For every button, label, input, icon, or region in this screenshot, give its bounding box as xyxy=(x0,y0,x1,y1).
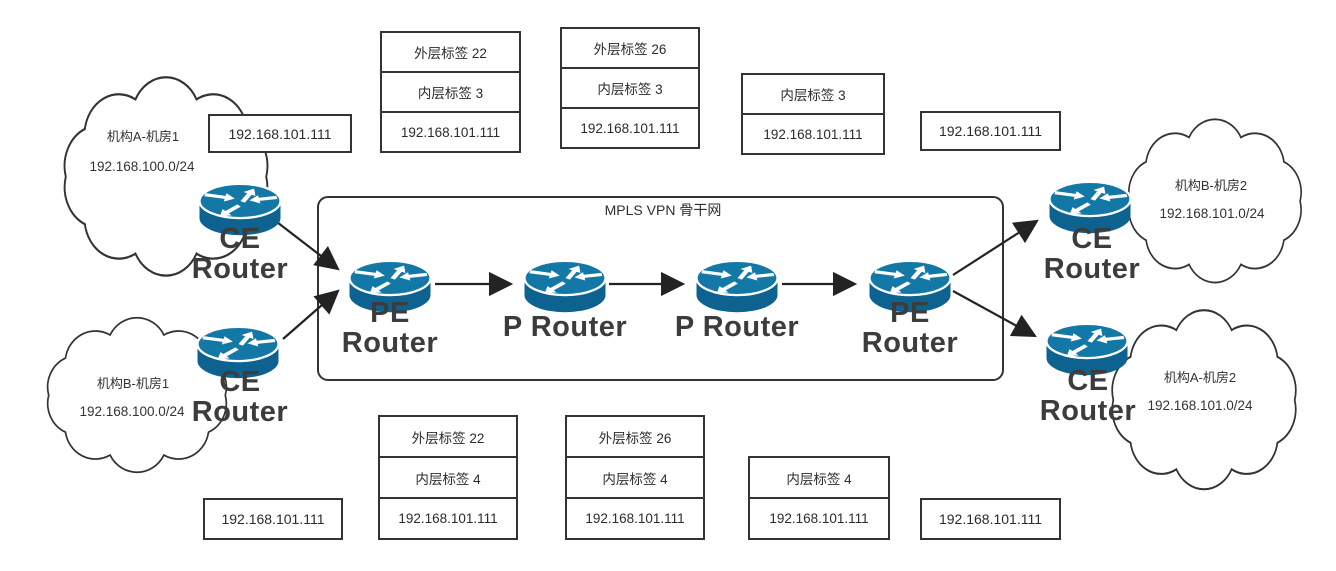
outer-label-row: 外层标签 26 xyxy=(565,415,705,458)
ip-row: 192.168.101.111 xyxy=(380,111,521,153)
label-pe-left: PE Router xyxy=(341,297,439,359)
cloud-a1-subnet: 192.168.100.0/24 xyxy=(89,159,195,174)
inner-label-row: 内层标签 3 xyxy=(560,67,700,109)
arrow-ce-bl-to-pe-left xyxy=(282,289,340,340)
inner-label-row: 内层标签 4 xyxy=(378,456,518,499)
packet-stack-top-2: 外层标签 26 内层标签 3 192.168.101.111 xyxy=(560,27,700,149)
router-icon-p-left xyxy=(523,259,607,314)
inner-label-row: 内层标签 4 xyxy=(748,456,890,499)
cloud-a1-name: 机构A-机房1 xyxy=(106,129,180,144)
label-ce-top-right: CE Router xyxy=(1043,223,1141,285)
cloud-b2-subnet: 192.168.101.0/24 xyxy=(1159,206,1265,221)
label-p-right: P Router xyxy=(674,311,800,343)
packet-box-top-right-ip: 192.168.101.111 xyxy=(920,111,1061,151)
outer-label-row: 外层标签 22 xyxy=(378,415,518,458)
packet-stack-top-1: 外层标签 22 内层标签 3 192.168.101.111 xyxy=(380,31,521,153)
arrow-pe-right-to-ce-br xyxy=(952,290,1037,338)
cloud-b2-name: 机构B-机房2 xyxy=(1174,178,1248,193)
packet-stack-top-3: 内层标签 3 192.168.101.111 xyxy=(741,73,885,155)
cloud-b1-name: 机构B-机房1 xyxy=(96,376,170,391)
packet-stack-bottom-1: 外层标签 22 内层标签 4 192.168.101.111 xyxy=(378,415,518,540)
cloud-a2-name: 机构A-机房2 xyxy=(1163,370,1237,385)
ip-row: 192.168.101.111 xyxy=(565,497,705,540)
label-ce-bottom-right: CE Router xyxy=(1039,365,1137,427)
packet-stack-bottom-3: 内层标签 4 192.168.101.111 xyxy=(748,456,890,540)
label-ce-bottom-left: CE Router xyxy=(191,366,289,428)
inner-label-row: 内层标签 4 xyxy=(565,456,705,499)
packet-box-top-left-ip: 192.168.101.111 xyxy=(208,114,352,153)
ip-row: 192.168.101.111 xyxy=(741,113,885,155)
ip-row: 192.168.101.111 xyxy=(378,497,518,540)
packet-stack-bottom-2: 外层标签 26 内层标签 4 192.168.101.111 xyxy=(565,415,705,540)
label-pe-right: PE Router xyxy=(861,297,959,359)
mpls-backbone-box xyxy=(317,196,1004,381)
label-p-left: P Router xyxy=(502,311,628,343)
ip-row: 192.168.101.111 xyxy=(748,497,890,540)
cloud-b1-subnet: 192.168.100.0/24 xyxy=(79,404,185,419)
router-icon-p-right xyxy=(695,259,779,314)
ip-row: 192.168.101.111 xyxy=(560,107,700,149)
outer-label-row: 外层标签 22 xyxy=(380,31,521,73)
outer-label-row: 外层标签 26 xyxy=(560,27,700,69)
packet-box-bottom-right-ip: 192.168.101.111 xyxy=(920,498,1061,540)
inner-label-row: 内层标签 3 xyxy=(741,73,885,115)
backbone-title: MPLS VPN 骨干网 xyxy=(604,202,722,218)
label-ce-top-left: CE Router xyxy=(191,223,289,285)
arrow-pe-right-to-ce-tr xyxy=(952,219,1039,276)
cloud-a2-subnet: 192.168.101.0/24 xyxy=(1147,398,1253,413)
arrow-ce-tl-to-pe-left xyxy=(272,218,340,271)
inner-label-row: 内层标签 3 xyxy=(380,71,521,113)
packet-box-bottom-left-ip: 192.168.101.111 xyxy=(203,498,343,540)
